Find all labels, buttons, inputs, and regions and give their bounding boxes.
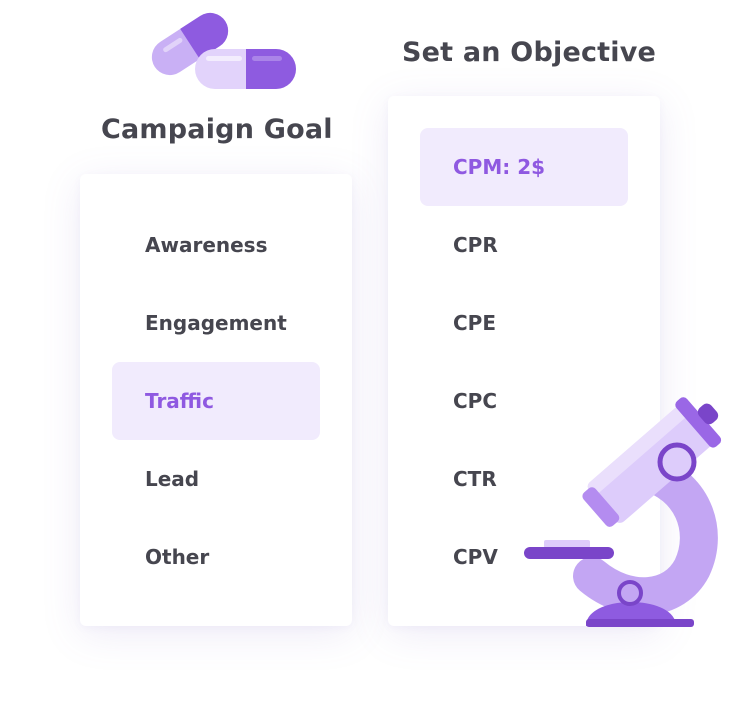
goal-option-traffic[interactable]: Traffic: [112, 362, 320, 440]
objective-option-cpr[interactable]: CPR: [453, 233, 498, 257]
goal-option-other[interactable]: Other: [145, 545, 210, 569]
goal-option-lead[interactable]: Lead: [145, 467, 200, 491]
objective-option-cpc[interactable]: CPC: [453, 389, 498, 413]
objective-option-cpe[interactable]: CPE: [453, 311, 496, 335]
objective-title: Set an Objective: [402, 37, 657, 68]
goal-option-engagement[interactable]: Engagement: [145, 311, 287, 335]
pills-icon: [151, 12, 296, 89]
goal-option-awareness[interactable]: Awareness: [145, 233, 268, 257]
objective-option-ctr[interactable]: CTR: [453, 467, 497, 491]
campaign-goal-list: Awareness Engagement Traffic Lead Other: [80, 174, 352, 626]
objective-option-cpm[interactable]: CPM: 2$: [420, 128, 628, 206]
objective-option-cpv[interactable]: CPV: [453, 545, 498, 569]
objective-list: CPM: 2$ CPR CPE CPC CTR CPV: [388, 96, 660, 626]
microscope-icon: [524, 397, 722, 627]
campaign-goal-title: Campaign Goal: [101, 114, 333, 145]
